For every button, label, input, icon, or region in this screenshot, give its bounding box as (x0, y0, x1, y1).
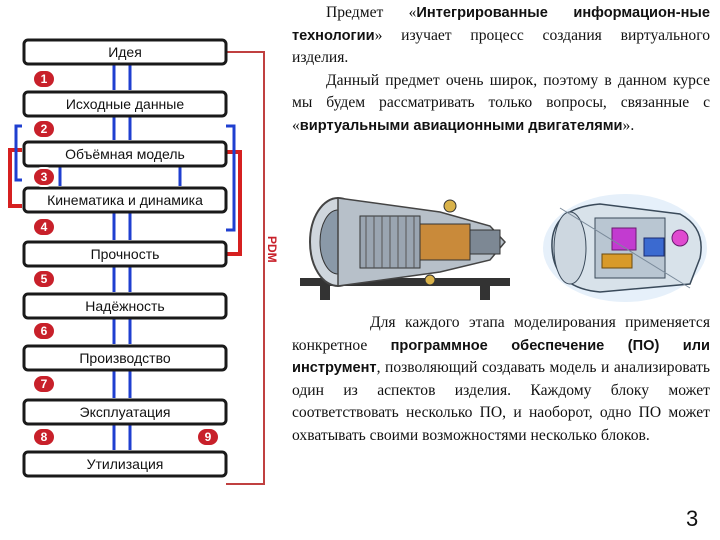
engine-3d-model-image (543, 194, 707, 302)
badge-6: 6 (32, 321, 56, 341)
stage-label-5: Прочность (91, 246, 160, 262)
svg-text:7: 7 (41, 377, 48, 391)
stage-label-6: Надёжность (85, 298, 164, 314)
svg-text:8: 8 (41, 430, 48, 444)
svg-text:4: 4 (41, 220, 48, 234)
stage-label-9: Утилизация (87, 456, 164, 472)
software-text-b: , позволяющий создавать модель и анализи… (292, 359, 710, 444)
stage-label-7: Производство (79, 350, 170, 366)
badge-9: 9 (196, 427, 220, 447)
intro-text-d: ». (622, 116, 635, 134)
stage-label-8: Эксплуатация (80, 404, 171, 420)
svg-text:9: 9 (205, 430, 212, 444)
badge-5: 5 (32, 269, 56, 289)
intro-paragraph: Предмет «Интегрированные информацион-ные… (292, 2, 710, 138)
stage-box-5 (22, 240, 228, 268)
page-number: 3 (686, 506, 699, 531)
badge-2: 2 (32, 119, 56, 139)
svg-text:5: 5 (41, 272, 48, 286)
lifecycle-diagram: PDM Идея Исходные дан (8, 38, 279, 485)
badge-3: 3 (32, 167, 56, 187)
pdm-label: PDM (265, 236, 279, 263)
stage-box-8 (22, 398, 228, 426)
blue-feedback-line-left (14, 124, 22, 182)
course-name: Интегрированные информацион-ные технолог… (292, 5, 710, 44)
stage-box-3 (22, 140, 228, 168)
intro-text-b: » изучает процесс создания виртуального … (292, 26, 710, 67)
intro-text-c: Данный предмет очень широк, поэтому в да… (292, 71, 710, 134)
badge-1: 1 (32, 69, 56, 89)
software-term: программное обеспечение (ПО) или инструм… (292, 337, 711, 377)
pdm-bracket-line (226, 51, 265, 485)
virtual-engines-term: виртуальными авиационными двигателями (299, 117, 623, 134)
intro-text-a: Предмет « (326, 4, 417, 21)
svg-text:3: 3 (41, 170, 48, 184)
stage-labels: Идея Исходные данные Объёмная модель Кин… (47, 44, 203, 472)
badge-4: 4 (32, 217, 56, 237)
stage-badges: 1 2 3 4 5 6 7 8 9 (32, 69, 220, 447)
blue-flow-lines (58, 64, 182, 450)
stage-label-1: Идея (108, 44, 142, 60)
stage-box-6 (22, 292, 228, 320)
blue-feedback-line-right (226, 124, 236, 232)
software-text-a: Для каждого этапа моделирования применяе… (292, 314, 710, 354)
svg-text:6: 6 (41, 324, 48, 338)
software-paragraph: Для каждого этапа моделирования применяе… (292, 312, 710, 448)
stage-box-2 (22, 90, 228, 118)
badge-7: 7 (32, 374, 56, 394)
stage-box-7 (22, 344, 228, 372)
stage-label-2: Исходные данные (66, 96, 185, 112)
stage-label-4: Кинематика и динамика (47, 192, 203, 208)
stage-box-9 (22, 450, 228, 478)
stage-box-1 (22, 38, 228, 66)
stage-box-4 (22, 186, 228, 214)
badge-8: 8 (32, 427, 56, 447)
svg-text:2: 2 (41, 122, 48, 136)
stage-boxes (22, 38, 228, 478)
turbofan-engine-cutaway-image (300, 197, 510, 300)
svg-text:1: 1 (41, 72, 48, 86)
stage-label-3: Объёмная модель (65, 146, 185, 162)
